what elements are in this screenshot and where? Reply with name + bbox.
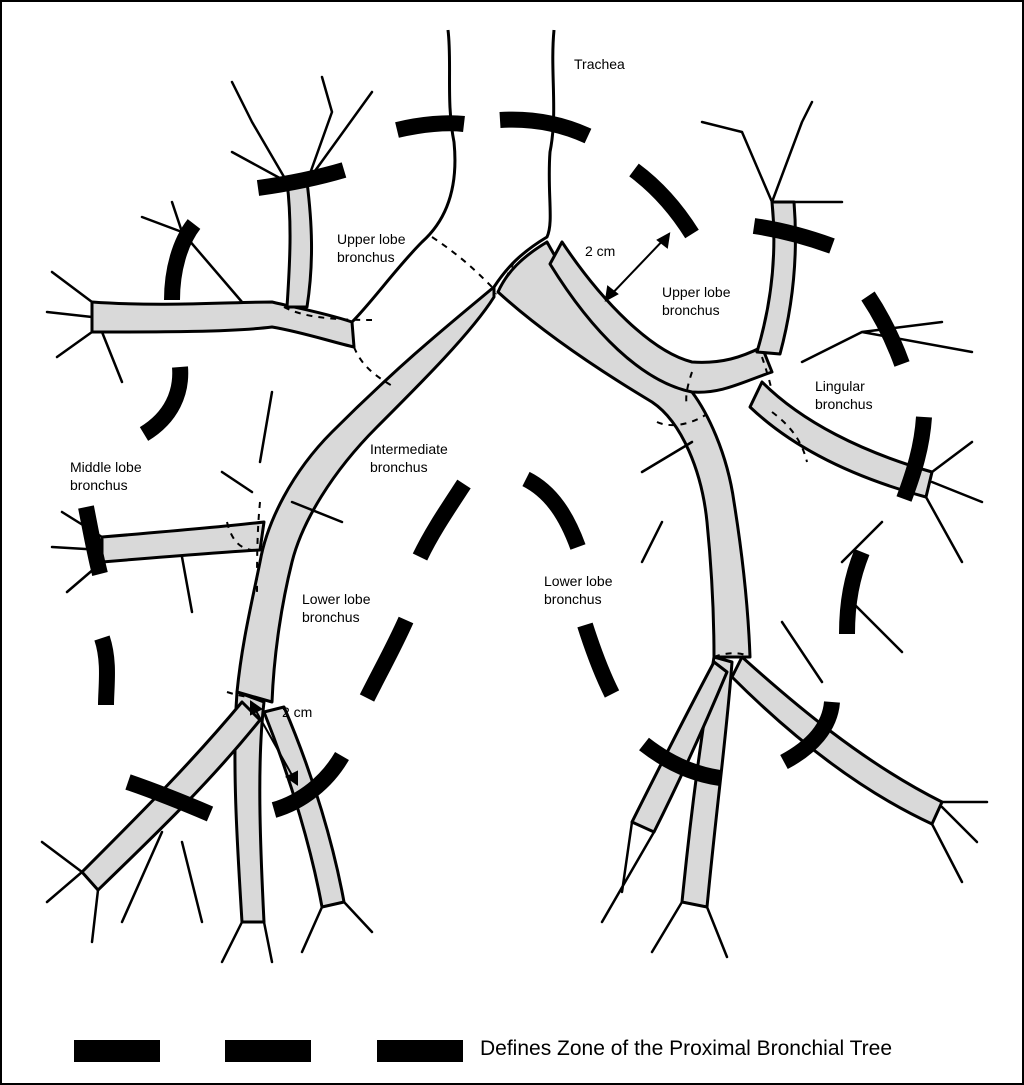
zone-marker xyxy=(861,291,910,367)
label-trachea: Trachea xyxy=(574,56,625,72)
upper-2cm-arrow xyxy=(605,233,670,301)
legend-marker xyxy=(74,1040,160,1062)
legend-marker xyxy=(377,1040,463,1062)
zone-marker xyxy=(780,700,840,770)
zone-marker xyxy=(752,218,835,254)
zone-marker xyxy=(522,471,586,550)
zone-marker xyxy=(94,635,115,706)
measurement-arrows xyxy=(250,232,671,786)
zone-marker xyxy=(412,479,471,561)
label-right-upper-lobe-bronchus: Upper lobe bronchus xyxy=(337,231,406,265)
label-lingular-bronchus: Lingular bronchus xyxy=(815,378,873,412)
label-right-lower-lobe-bronchus: Lower lobe bronchus xyxy=(302,591,371,625)
right-upper-lobe-branch xyxy=(90,300,356,349)
right-upper-lobe-stem xyxy=(285,180,313,309)
zone-marker xyxy=(639,737,722,786)
zone-marker xyxy=(629,163,699,239)
trachea-left-wall xyxy=(350,29,457,324)
zone-marker xyxy=(896,416,932,502)
proximal-zone-markers xyxy=(78,111,932,822)
legend-text: Defines Zone of the Proximal Bronchial T… xyxy=(480,1037,893,1060)
zone-marker xyxy=(125,774,214,822)
zone-marker xyxy=(359,616,414,702)
trachea-right-wall xyxy=(492,29,556,288)
legend-markers xyxy=(74,1040,463,1062)
label-middle-lobe-bronchus: Middle lobe bronchus xyxy=(70,459,142,493)
middle-lobe-branch xyxy=(100,520,266,564)
label-lower-distance: 2 cm xyxy=(282,704,313,720)
right-lower-lobe-fan xyxy=(233,690,266,924)
left-upper-lobe-branch xyxy=(548,240,774,394)
label-intermediate-bronchus: Intermediate bronchus xyxy=(370,441,448,475)
zone-marker xyxy=(271,751,349,818)
zone-marker xyxy=(164,219,201,301)
left-lower-lateral xyxy=(730,655,944,826)
zone-marker xyxy=(139,366,189,441)
zone-marker xyxy=(499,111,592,144)
branch-boundaries xyxy=(226,236,808,703)
zone-marker xyxy=(256,162,347,196)
zone-marker xyxy=(395,115,465,138)
fine-branches xyxy=(40,75,989,964)
legend-marker xyxy=(225,1040,311,1062)
zone-marker xyxy=(78,505,108,576)
zone-marker xyxy=(839,549,870,635)
bronchial-tree xyxy=(80,29,944,924)
zone-marker xyxy=(577,622,620,698)
lower-2cm-arrow xyxy=(250,701,298,785)
label-left-upper-lobe-bronchus: Upper lobe bronchus xyxy=(662,284,731,318)
label-upper-distance: 2 cm xyxy=(585,243,616,259)
label-left-lower-lobe-bronchus: Lower lobe bronchus xyxy=(544,573,613,607)
